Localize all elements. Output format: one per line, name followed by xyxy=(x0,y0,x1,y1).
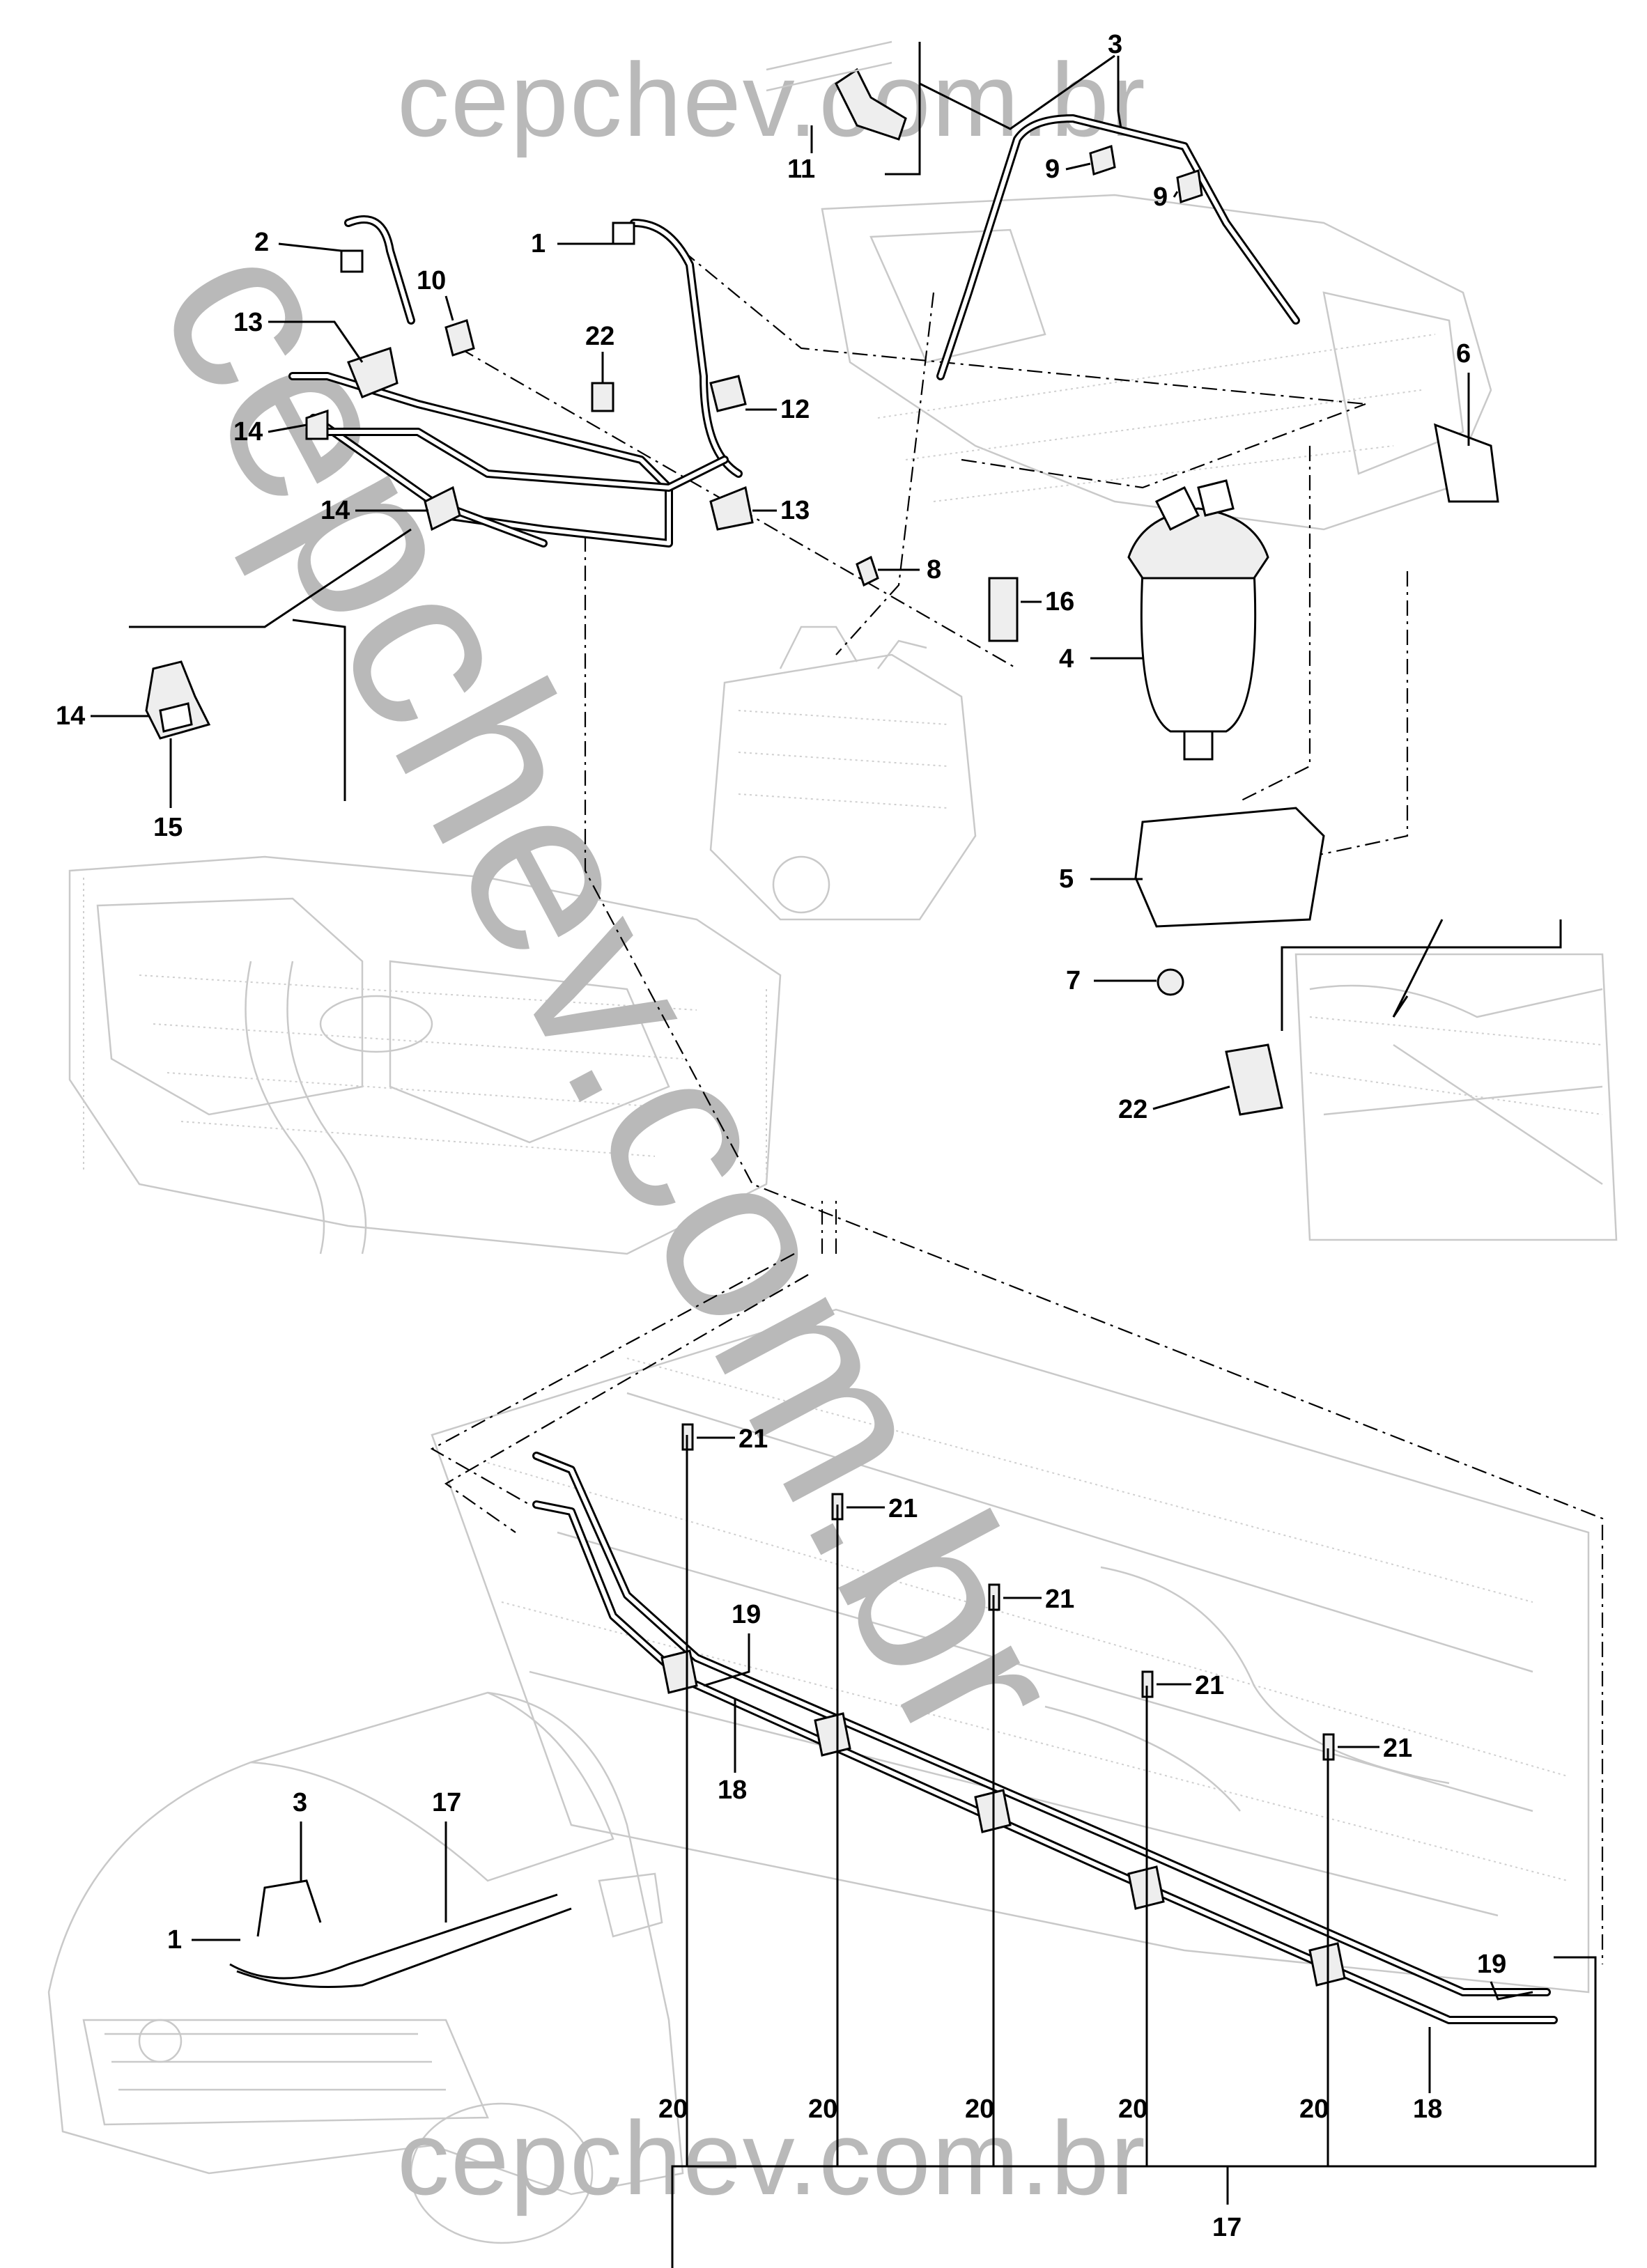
callout-1b: 1 xyxy=(167,1925,182,1955)
nut-7-icon xyxy=(1157,968,1184,996)
callout-16: 16 xyxy=(1045,587,1074,616)
clip-9-icon xyxy=(1089,145,1116,176)
pipe-clip-icon xyxy=(709,486,754,531)
callout-8: 8 xyxy=(927,555,941,584)
callout-9a: 9 xyxy=(1045,155,1060,184)
bracket-6-icon xyxy=(1434,423,1499,503)
clip-detail xyxy=(145,660,211,740)
callout-22b: 22 xyxy=(1118,1095,1147,1124)
firewall-background xyxy=(821,194,1492,531)
callout-15: 15 xyxy=(153,813,183,842)
callout-14a: 14 xyxy=(233,417,263,446)
watermark-bottom: cepchev.com.br xyxy=(397,2099,1147,2216)
clip-10-icon xyxy=(444,319,475,357)
callout-19a: 19 xyxy=(732,1600,761,1629)
watermark-top: cepchev.com.br xyxy=(397,41,1147,158)
fuel-pump-background xyxy=(709,626,977,921)
callout-9b: 9 xyxy=(1153,182,1168,212)
callout-17a: 17 xyxy=(1212,2213,1242,2242)
callout-3: 3 xyxy=(1108,30,1122,59)
callout-13b: 13 xyxy=(780,496,810,525)
callout-7: 7 xyxy=(1066,966,1081,995)
callout-17b: 17 xyxy=(432,1788,461,1817)
callout-20d: 20 xyxy=(1118,2095,1147,2124)
callout-21a: 21 xyxy=(739,1424,768,1454)
hose-clamp-icon xyxy=(612,222,635,245)
label-sticker-22-icon xyxy=(591,382,614,412)
vehicle-overview-background xyxy=(47,1691,684,2244)
callout-20c: 20 xyxy=(965,2095,994,2124)
callout-1: 1 xyxy=(531,229,546,258)
pipe-clip-icon xyxy=(709,375,747,412)
label-22-icon xyxy=(1225,1043,1283,1116)
callout-20e: 20 xyxy=(1299,2095,1329,2124)
callout-18b: 18 xyxy=(1413,2095,1442,2124)
fitting-8-icon xyxy=(856,555,879,587)
leader-lines xyxy=(129,42,1597,2268)
label-16-icon xyxy=(988,577,1019,642)
callout-10: 10 xyxy=(417,266,446,295)
alignment-lines xyxy=(430,250,1604,1964)
callouts: 1 2 3 4 5 6 7 8 9 9 10 11 12 13 13 14 14… xyxy=(56,30,1533,2242)
clip-20-icon xyxy=(814,1712,851,1757)
inset-detail-background xyxy=(1294,953,1618,1241)
clip-20-icon xyxy=(660,1649,698,1694)
engine-bay-background xyxy=(68,855,782,1255)
fuel-filter-icon xyxy=(1140,570,1257,733)
callout-5: 5 xyxy=(1059,864,1074,894)
fuel-filter-assembly xyxy=(1127,423,1499,1116)
callout-21e: 21 xyxy=(1383,1734,1412,1763)
pipe-clip-icon xyxy=(305,409,329,440)
feed-line-3 xyxy=(766,40,1300,642)
callout-20a: 20 xyxy=(658,2095,688,2124)
callout-3b: 3 xyxy=(293,1788,307,1817)
hose-clamp-icon xyxy=(340,249,364,273)
callout-11: 11 xyxy=(787,155,815,184)
underbody-background xyxy=(431,1308,1590,1994)
filter-bracket-icon xyxy=(1134,807,1325,928)
callout-13a: 13 xyxy=(233,308,263,337)
callout-14b: 14 xyxy=(320,496,350,525)
pipe-clip-icon xyxy=(424,486,461,531)
return-line-assembly xyxy=(288,215,754,547)
vehicle-overview-lines xyxy=(229,1879,572,1988)
underbody-fuel-lines xyxy=(532,1423,1558,2166)
callout-20b: 20 xyxy=(808,2095,837,2124)
callout-6: 6 xyxy=(1456,339,1471,368)
callout-4: 4 xyxy=(1059,644,1074,674)
callout-12: 12 xyxy=(780,395,810,424)
callout-14c: 14 xyxy=(56,701,85,731)
callout-21b: 21 xyxy=(888,1494,918,1523)
callout-21c: 21 xyxy=(1045,1585,1074,1614)
callout-2: 2 xyxy=(254,228,269,257)
callout-22a: 22 xyxy=(585,322,614,351)
clip-9-icon xyxy=(1176,169,1203,203)
callout-21d: 21 xyxy=(1195,1671,1224,1700)
callout-18a: 18 xyxy=(718,1776,747,1805)
callout-19b: 19 xyxy=(1477,1950,1506,1979)
